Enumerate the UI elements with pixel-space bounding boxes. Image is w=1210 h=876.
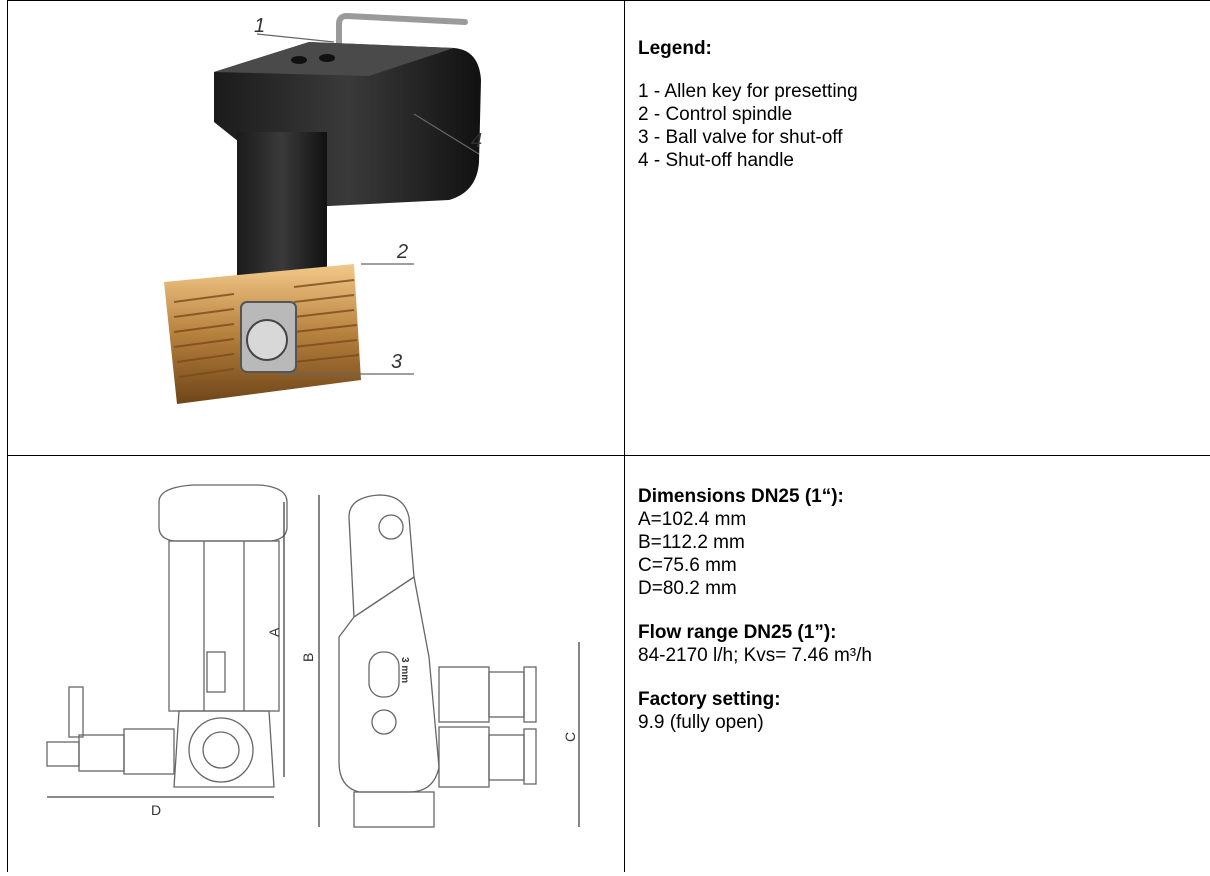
dimension-line: A=102.4 mm [638, 509, 747, 530]
dimension-drawing-cell: A B C D 3 mm [9, 457, 623, 871]
legend-item: 4 - Shut-off handle [638, 150, 794, 171]
callout-4: 4 [471, 130, 482, 152]
valve-photo-illustration: 1 4 2 3 [164, 12, 482, 404]
legend-item: 1 - Allen key for presetting [638, 81, 858, 102]
callout-3: 3 [391, 351, 402, 373]
valve-photo-cell: 1 4 2 3 [9, 2, 623, 454]
legend-item: 2 - Control spindle [638, 104, 793, 125]
dimension-line: C=75.6 mm [638, 555, 737, 576]
spec-table [7, 0, 1210, 872]
callout-1: 1 [254, 15, 265, 37]
dimension-line: D=80.2 mm [638, 578, 737, 599]
callout-2: 2 [396, 241, 408, 263]
dimension-label-a: A [266, 627, 282, 637]
row-divider [7, 455, 1210, 456]
legend-item: 3 - Ball valve for shut-off [638, 127, 843, 148]
column-divider [624, 0, 625, 872]
factory-setting-title: Factory setting: [638, 689, 781, 710]
dimension-label-d: D [151, 802, 161, 818]
hex-size-label: 3 mm [399, 657, 410, 683]
dimension-line: B=112.2 mm [638, 532, 745, 553]
legend-cell: Legend: 1 - Allen key for presetting 2 -… [638, 38, 1198, 172]
dimension-label-b: B [300, 653, 316, 662]
specifications-cell: Dimensions DN25 (1“): A=102.4 mm B=112.2… [638, 486, 1198, 734]
flow-range-value: 84-2170 l/h; Kvs= 7.46 m³/h [638, 645, 872, 666]
legend-title: Legend: [638, 38, 712, 59]
dimension-drawing: A B C D 3 mm [46, 484, 580, 828]
dimensions-title: Dimensions DN25 (1“): [638, 486, 844, 507]
flow-range-title: Flow range DN25 (1”): [638, 622, 837, 643]
legend-list: 1 - Allen key for presetting 2 - Control… [638, 80, 1198, 172]
dimension-label-c: C [562, 732, 578, 742]
factory-setting-value: 9.9 (fully open) [638, 712, 764, 733]
